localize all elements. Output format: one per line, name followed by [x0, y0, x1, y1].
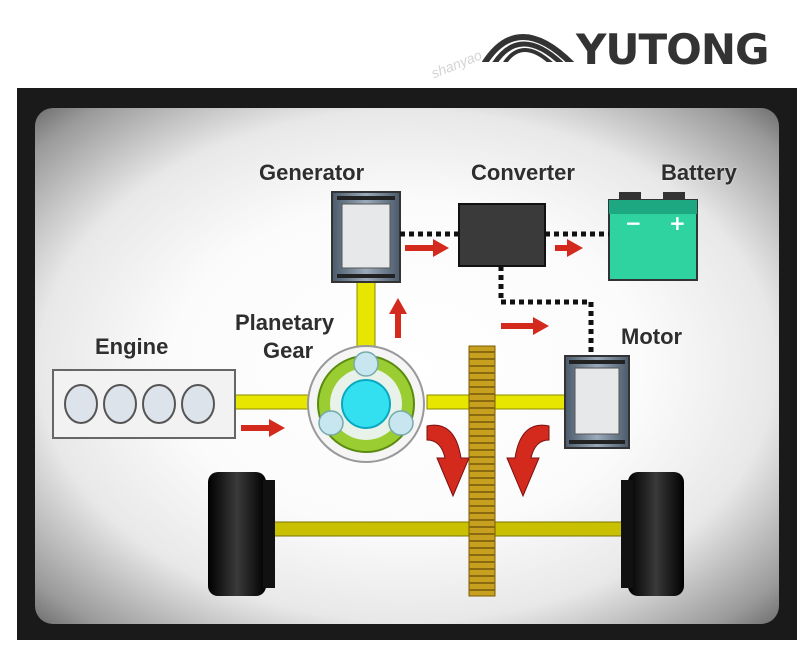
- gear-wheel: [468, 345, 496, 597]
- motor-unit: [564, 355, 630, 449]
- engine-block: [52, 369, 236, 439]
- planetary-gear: [307, 345, 425, 463]
- label-gear: Gear: [263, 338, 314, 363]
- cylinder-4: [181, 384, 215, 424]
- label-converter: Converter: [471, 160, 575, 185]
- arrow-generator-to-converter: [405, 239, 449, 257]
- label-planetary: Planetary: [235, 310, 335, 335]
- energy-flow-arrows: [241, 239, 583, 498]
- motor-shaft: [426, 394, 576, 410]
- hybrid-drivetrain-diagram: − +: [52, 191, 698, 597]
- label-battery: Battery: [661, 160, 737, 185]
- arrow-battery-to-converter: [555, 239, 583, 257]
- arrow-engine-to-gear: [241, 419, 285, 437]
- svg-text:+: +: [669, 211, 686, 235]
- watermark-text: shanyao: [428, 46, 485, 82]
- diagram-panel: − +: [35, 108, 779, 624]
- label-motor: Motor: [621, 324, 683, 349]
- planet-gear-2: [318, 410, 344, 436]
- arrow-converter-to-motor: [501, 317, 549, 335]
- converter-unit: [458, 203, 546, 267]
- generator-unit: [331, 191, 401, 283]
- brand-logo: YUTONG: [478, 16, 788, 76]
- sun-gear: [341, 379, 391, 429]
- yutong-swoosh-icon: [478, 34, 578, 68]
- label-engine: Engine: [95, 334, 169, 359]
- battery-unit: − +: [608, 192, 698, 281]
- wire-converter-motor: [498, 266, 594, 356]
- label-generator: Generator: [259, 160, 365, 185]
- brand-name: YUTONG: [576, 25, 769, 74]
- electrical-wiring: [400, 231, 609, 356]
- arrow-up-to-generator: [389, 298, 407, 338]
- left-tire: [208, 472, 275, 596]
- diagram-frame: − +: [17, 88, 797, 640]
- cylinder-1: [64, 384, 98, 424]
- planet-gear-1: [353, 351, 379, 377]
- right-tire: [621, 472, 684, 596]
- cylinder-3: [142, 384, 176, 424]
- arrow-motor-to-wheel: [506, 424, 550, 498]
- cylinder-2: [103, 384, 137, 424]
- planet-gear-3: [388, 410, 414, 436]
- svg-text:−: −: [625, 211, 642, 235]
- rear-axle-shaft: [266, 521, 630, 537]
- arrow-planetary-to-wheel: [426, 424, 470, 498]
